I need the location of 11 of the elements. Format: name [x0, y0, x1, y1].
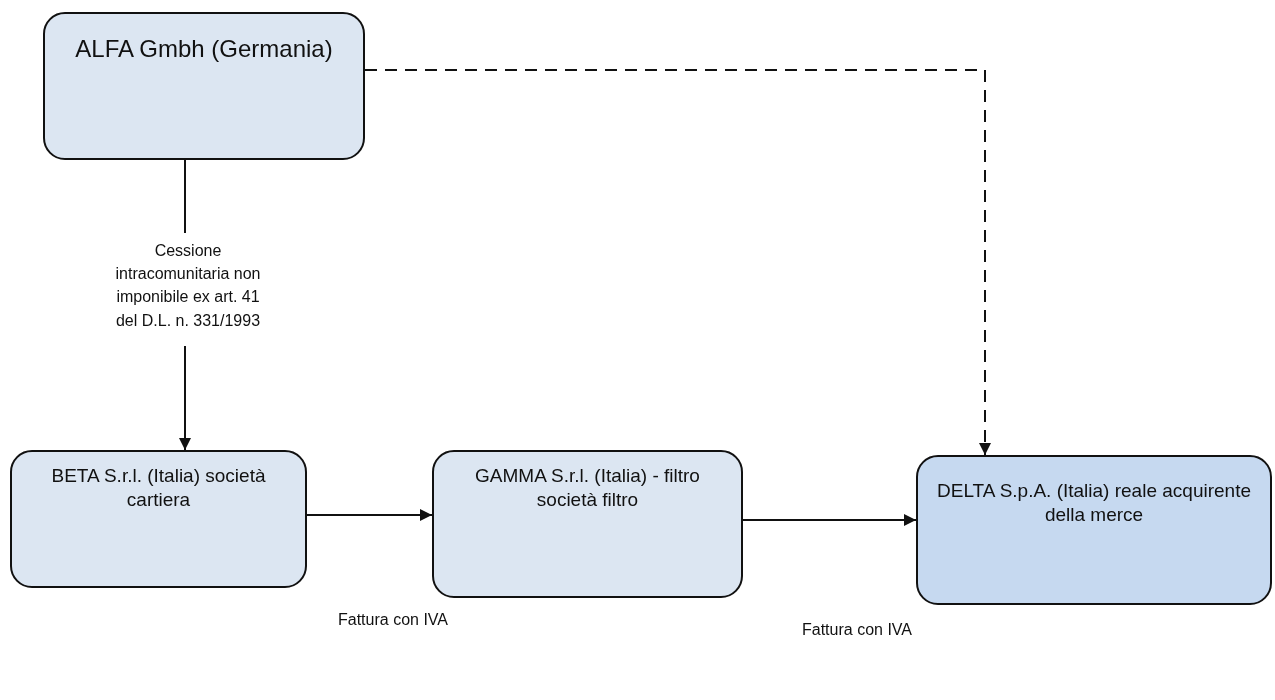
- entity-name: DELTA S.p.A. (Italia) reale acquirente della merce: [937, 480, 1251, 525]
- entity-box: [43, 12, 365, 160]
- arrow: [364, 69, 991, 456]
- entity-box: [432, 450, 743, 598]
- entity-box: [916, 455, 1272, 605]
- entity-name: GAMMA S.r.l. (Italia) - filtro società filtro: [475, 465, 700, 510]
- arrow: [306, 509, 433, 521]
- entity-name: ALFA Gmbh (Germania): [75, 35, 333, 62]
- entity-box: [10, 450, 307, 588]
- arrow: [742, 514, 917, 526]
- entity-name: BETA S.r.l. (Italia) società cartiera: [51, 465, 266, 510]
